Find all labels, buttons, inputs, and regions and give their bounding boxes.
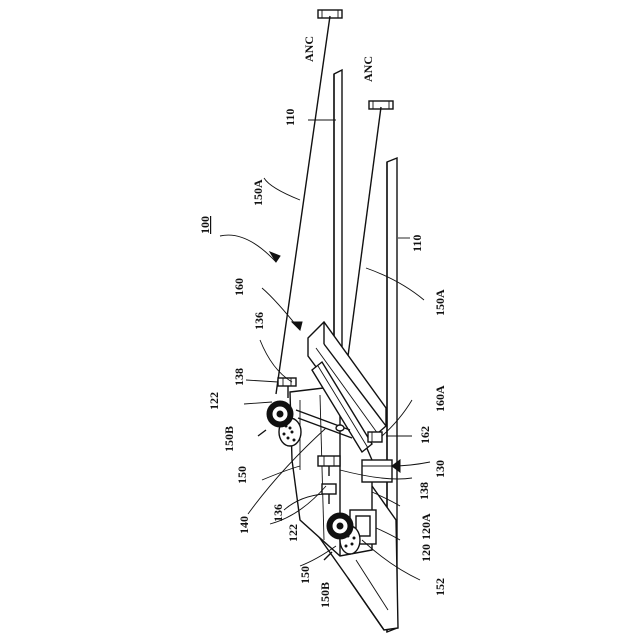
label-150B-left: 150B [222,426,236,452]
label-150-bottom: 150 [298,566,312,584]
label-120A: 120A [419,513,433,540]
label-122-bottom: 122 [286,524,300,542]
label-140: 140 [237,516,251,534]
label-152: 152 [433,578,447,596]
block-160A [368,432,382,442]
label-136-top: 136 [252,312,266,330]
label-150-left: 150 [235,466,249,484]
label-138-top: 138 [232,368,246,386]
label-120: 120 [419,544,433,562]
label-150A-right: 150A [433,289,447,316]
label-160A: 160A [433,385,447,412]
label-150A-left: 150A [251,179,265,206]
label-150B-bottom: 150B [318,582,332,608]
label-100: 100 [198,216,212,234]
label-130: 130 [433,460,447,478]
label-138-bottom: 138 [417,482,431,500]
label-110-right: 110 [410,235,424,252]
label-anc-mid: ANC [361,56,375,82]
label-110-top: 110 [283,109,297,126]
label-162: 162 [418,426,432,444]
label-136-bottom: 136 [271,504,285,522]
label-122-top: 122 [207,392,221,410]
label-160: 160 [232,278,246,296]
label-anc-top: ANC [302,36,316,62]
